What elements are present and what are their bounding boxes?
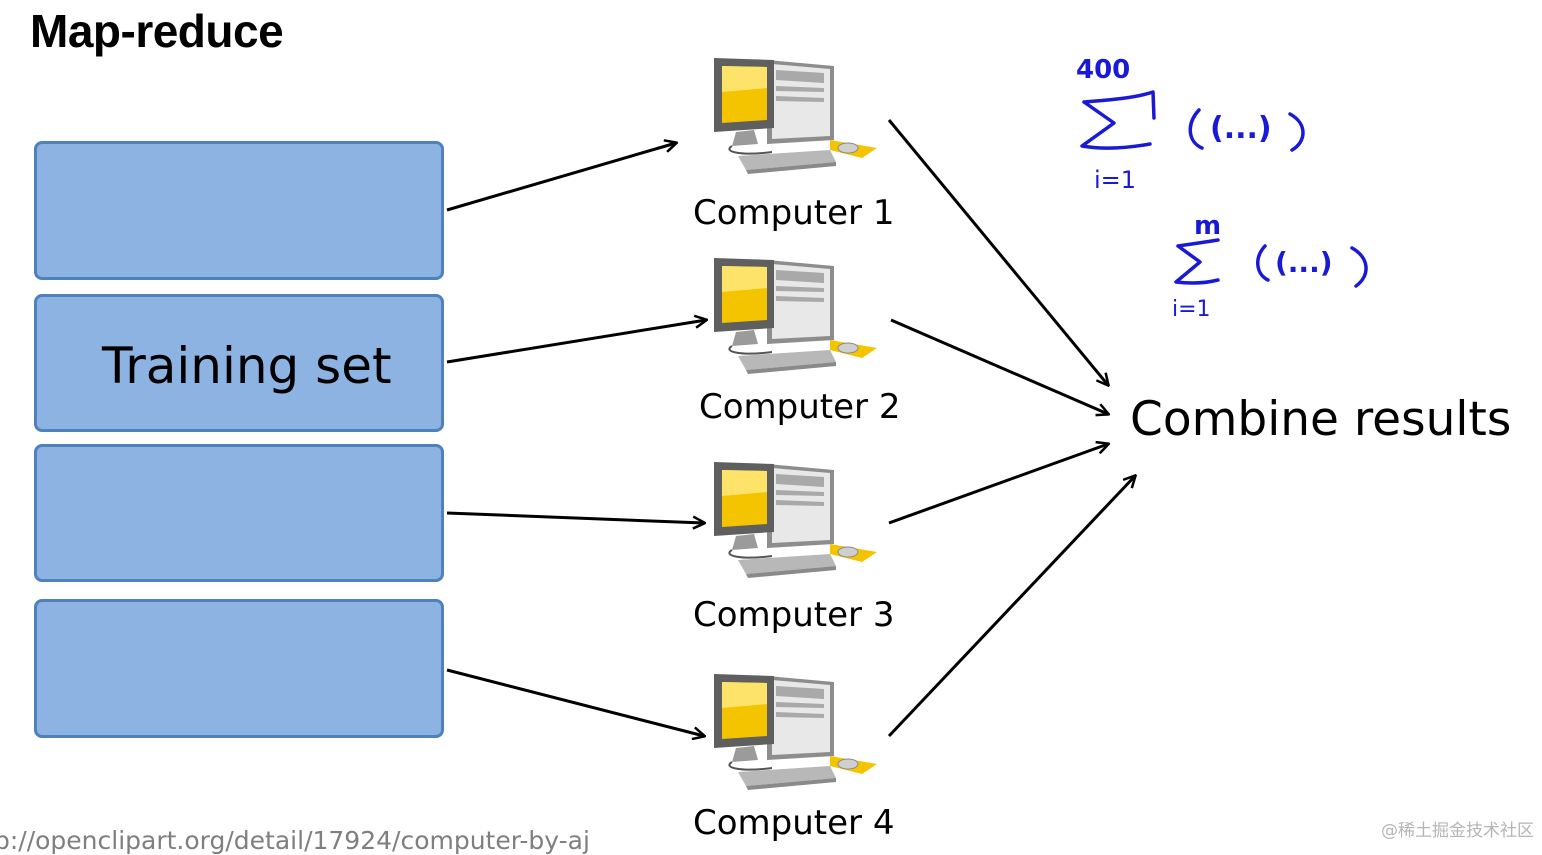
watermark: @稀土掘金技术社区 bbox=[1381, 821, 1534, 841]
arrow-icon bbox=[446, 143, 676, 212]
sigma-icon bbox=[1174, 238, 1220, 285]
arrow-icon bbox=[446, 511, 704, 523]
sum-upper-1: 400 bbox=[1076, 55, 1130, 85]
arrow-icon bbox=[888, 444, 1108, 525]
training-set-block-3 bbox=[34, 444, 444, 582]
training-set-block-1 bbox=[34, 141, 444, 280]
computer-icon bbox=[714, 462, 877, 578]
computer-icon bbox=[714, 258, 877, 374]
computer-1-label: Computer 1 bbox=[693, 193, 895, 233]
computer-3-label: Computer 3 bbox=[693, 595, 895, 635]
computer-icon bbox=[714, 674, 877, 790]
sum-lower-2: i=1 bbox=[1172, 297, 1211, 322]
sigma-icon bbox=[1080, 90, 1156, 150]
sum-upper-2: m bbox=[1194, 211, 1221, 241]
arrow-icon bbox=[887, 476, 1135, 738]
arrow-icon bbox=[446, 668, 704, 736]
sum-body-1: (...) bbox=[1210, 111, 1272, 146]
source-url-link[interactable]: p://openclipart.org/detail/17924/compute… bbox=[0, 826, 590, 855]
sum-body-2: (...) bbox=[1275, 246, 1333, 279]
sum-lower-1: i=1 bbox=[1094, 166, 1136, 194]
arrow-icon bbox=[887, 119, 1108, 385]
computer-icon bbox=[714, 58, 877, 174]
computer-2-label: Computer 2 bbox=[699, 387, 901, 427]
combine-results-label: Combine results bbox=[1130, 392, 1512, 447]
arrow-icon bbox=[446, 320, 706, 364]
training-set-block-2 bbox=[34, 294, 444, 432]
page-title: Map-reduce bbox=[30, 5, 284, 57]
computer-4-label: Computer 4 bbox=[693, 803, 895, 843]
arrow-icon bbox=[890, 318, 1108, 414]
training-set-label: Training set bbox=[102, 337, 392, 395]
training-set-block-4 bbox=[34, 599, 444, 738]
